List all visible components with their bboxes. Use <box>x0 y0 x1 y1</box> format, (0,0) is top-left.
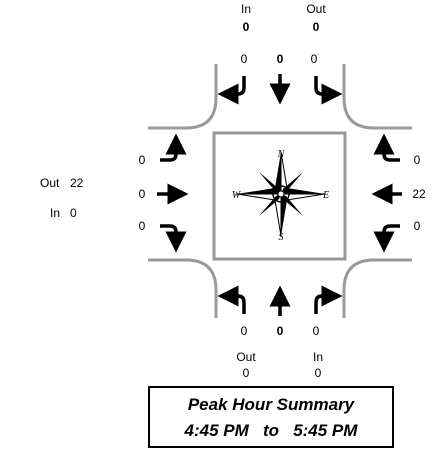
compass-w: W <box>232 190 242 201</box>
peak-hour-summary-box: Peak Hour Summary 4:45 PM to 5:45 PM <box>148 386 394 448</box>
south-out-value: 0 <box>242 366 250 380</box>
north-left-count: 0 <box>310 52 318 66</box>
west-out-label: Out <box>40 176 60 190</box>
north-thru-count: 0 <box>276 52 284 66</box>
west-right-turn-arrow <box>160 224 187 253</box>
summary-period: 4:45 PM to 5:45 PM <box>150 418 392 444</box>
east-right-turn-arrow <box>373 133 400 162</box>
north-in-value: 0 <box>242 20 250 34</box>
summary-title: Peak Hour Summary <box>187 395 355 414</box>
north-in-label: In <box>240 2 252 16</box>
east-left-count: 0 <box>413 219 421 233</box>
compass-n: N <box>277 149 286 160</box>
east-thru-count: 22 <box>412 187 426 201</box>
north-out-value: 0 <box>312 20 320 34</box>
west-out-value: 22 <box>70 176 84 190</box>
south-left-turn-arrow <box>217 285 246 314</box>
north-right-count: 0 <box>240 52 248 66</box>
east-right-count: 0 <box>413 153 421 167</box>
compass-rose-icon <box>236 151 326 237</box>
road-edges <box>148 64 412 318</box>
east-left-turn-arrow <box>373 224 400 253</box>
west-thru-count: 0 <box>138 187 146 201</box>
west-left-count: 0 <box>138 153 146 167</box>
south-in-value: 0 <box>314 366 322 380</box>
period-end: 5:45 PM <box>293 421 358 440</box>
south-right-turn-arrow <box>314 285 343 314</box>
west-in-label: In <box>50 206 61 220</box>
center-box <box>212 131 347 261</box>
south-thru-count: 0 <box>276 324 284 338</box>
period-start: 4:45 PM <box>184 421 249 440</box>
period-to: to <box>262 421 280 440</box>
south-out-label: Out <box>236 350 256 364</box>
west-in-value: 0 <box>70 206 77 220</box>
west-right-count: 0 <box>138 219 146 233</box>
compass-s: S <box>279 232 284 243</box>
north-right-turn-arrow <box>217 76 246 105</box>
south-left-count: 0 <box>240 324 248 338</box>
south-in-label: In <box>312 350 324 364</box>
south-right-count: 0 <box>312 324 320 338</box>
north-left-turn-arrow <box>314 76 343 105</box>
compass-e: E <box>322 190 329 201</box>
north-out-label: Out <box>306 2 326 16</box>
west-left-turn-arrow <box>160 133 187 162</box>
